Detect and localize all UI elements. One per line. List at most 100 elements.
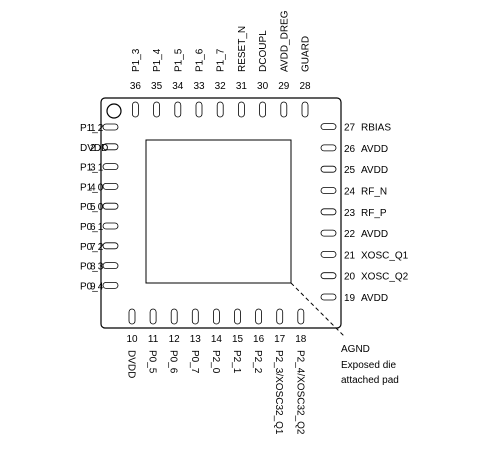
- pin-name-right: AVDD: [361, 144, 388, 155]
- pin-number-left: 3: [90, 163, 96, 174]
- pin-name-left: DVDD: [80, 143, 108, 154]
- pin-name-bottom: P2_3/XOSC32_Q1: [273, 350, 284, 435]
- pin-pad-right: [320, 144, 337, 152]
- pin-number-bottom: 10: [126, 334, 138, 345]
- pin-number-right: 25: [344, 165, 356, 176]
- pin-pad-bottom: [297, 308, 305, 325]
- pin-number-right: 21: [344, 250, 356, 261]
- pin-number-top: 32: [215, 81, 227, 92]
- pin-name-top: P1_6: [195, 48, 206, 72]
- pin-pad-top: [237, 101, 245, 118]
- pin-name-top: DCOUPL: [258, 30, 269, 72]
- pin-number-top: 33: [193, 81, 205, 92]
- pad-label-line2: Exposed die: [341, 360, 396, 371]
- pin-name-top: P1_4: [152, 48, 163, 72]
- pin-number-right: 24: [344, 187, 356, 198]
- pin-pad-top: [131, 101, 139, 118]
- pin-number-left: 2: [90, 143, 96, 154]
- pin-number-right: 20: [344, 272, 356, 283]
- pin-pad-bottom: [234, 308, 241, 325]
- pin-name-bottom: P0_7: [189, 350, 200, 374]
- pin-pad-bottom: [128, 308, 136, 325]
- pin-pad-top: [280, 101, 288, 118]
- pin-number-top: 30: [257, 81, 269, 92]
- pin-number-top: 36: [130, 81, 142, 92]
- pin-number-left: 4: [90, 182, 96, 193]
- pin-number-bottom: 16: [253, 334, 265, 345]
- pin-name-left: P0_0: [80, 202, 104, 213]
- pin-name-top: RESET_N: [237, 26, 248, 72]
- pin-name-top: P1_5: [173, 48, 184, 72]
- pin-pad-left: [102, 202, 119, 210]
- pin-pad-top: [174, 101, 182, 118]
- pin-name-bottom: P2_2: [252, 350, 263, 374]
- pin-pad-right: [320, 123, 337, 130]
- pin-pad-right: [320, 250, 337, 258]
- pin-name-right: RF_P: [361, 208, 387, 219]
- pin-name-right: XOSC_Q2: [361, 272, 409, 283]
- pin-number-left: 9: [90, 281, 96, 292]
- pin-name-right: XOSC_Q1: [361, 250, 409, 261]
- pin-pad-left: [102, 281, 119, 289]
- pin-number-left: 7: [90, 242, 96, 253]
- pin-number-right: 19: [344, 293, 356, 304]
- pin-number-bottom: 15: [232, 334, 244, 345]
- pin-name-left: P0_3: [80, 262, 104, 273]
- pin-number-left: 5: [90, 202, 96, 213]
- pin-name-bottom: P2_0: [210, 350, 221, 374]
- pin-pad-top: [259, 101, 267, 118]
- pin-name-left: P1_2: [80, 123, 104, 134]
- pin-number-bottom: 18: [295, 334, 307, 345]
- pin-name-right: RBIAS: [361, 123, 391, 134]
- pin-name-bottom: P0_6: [168, 350, 179, 374]
- pin-number-left: 6: [90, 222, 96, 233]
- pin-name-right: AVDD: [361, 293, 388, 304]
- pin-name-top: AVDD_DREG: [279, 10, 290, 72]
- pin-number-right: 26: [344, 144, 356, 155]
- pin-name-left: P0_2: [80, 242, 104, 253]
- pin-number-top: 31: [236, 81, 248, 92]
- pin-name-right: AVDD: [361, 229, 388, 240]
- pin-pad-left: [102, 143, 119, 151]
- pin-number-bottom: 11: [148, 334, 159, 345]
- pin-number-top: 28: [299, 81, 311, 92]
- pin-name-right: RF_N: [361, 187, 387, 198]
- pin-pad-right: [320, 272, 337, 280]
- pad-leader-line: [290, 282, 345, 337]
- pin-number-right: 27: [344, 123, 356, 134]
- pin-pad-top: [153, 101, 161, 118]
- pin-name-bottom: P2_4/XOSC32_Q2: [294, 350, 305, 435]
- pin-pad-bottom: [149, 308, 157, 325]
- pin-number-right: 22: [344, 229, 356, 240]
- pin-pad-left: [102, 182, 119, 190]
- pin-pad-top: [195, 101, 203, 118]
- pin-name-bottom: P2_1: [231, 350, 242, 374]
- pin-name-left: P0_1: [80, 222, 104, 233]
- pin-pad-bottom: [255, 308, 263, 325]
- pin-pad-left: [102, 163, 119, 171]
- pin-pad-right: [320, 208, 337, 216]
- pin-number-top: 35: [151, 81, 163, 92]
- pin1-indicator-dot: [106, 103, 122, 119]
- pin-number-bottom: 13: [190, 334, 202, 345]
- pin-name-top: P1_3: [131, 48, 142, 72]
- pin-number-bottom: 17: [274, 334, 286, 345]
- pin-name-left: P1_0: [80, 182, 104, 193]
- pin-number-left: 1: [90, 123, 96, 134]
- exposed-pad: [145, 139, 292, 284]
- pin-number-bottom: 14: [211, 334, 223, 345]
- pin-pad-left: [102, 262, 119, 270]
- pin-name-bottom: DVDD: [126, 350, 137, 378]
- pin-pad-left: [102, 242, 119, 250]
- pin-name-left: P0_4: [80, 281, 104, 292]
- package-outline: [100, 97, 342, 329]
- pin-pad-right: [320, 229, 337, 237]
- pin-pad-bottom: [276, 308, 284, 325]
- pad-label-line1: AGND: [341, 344, 370, 355]
- pin-pad-right: [320, 293, 337, 301]
- pin-number-top: 34: [172, 81, 184, 92]
- pin-pad-top: [301, 101, 309, 118]
- pin-name-top: GUARD: [301, 36, 312, 72]
